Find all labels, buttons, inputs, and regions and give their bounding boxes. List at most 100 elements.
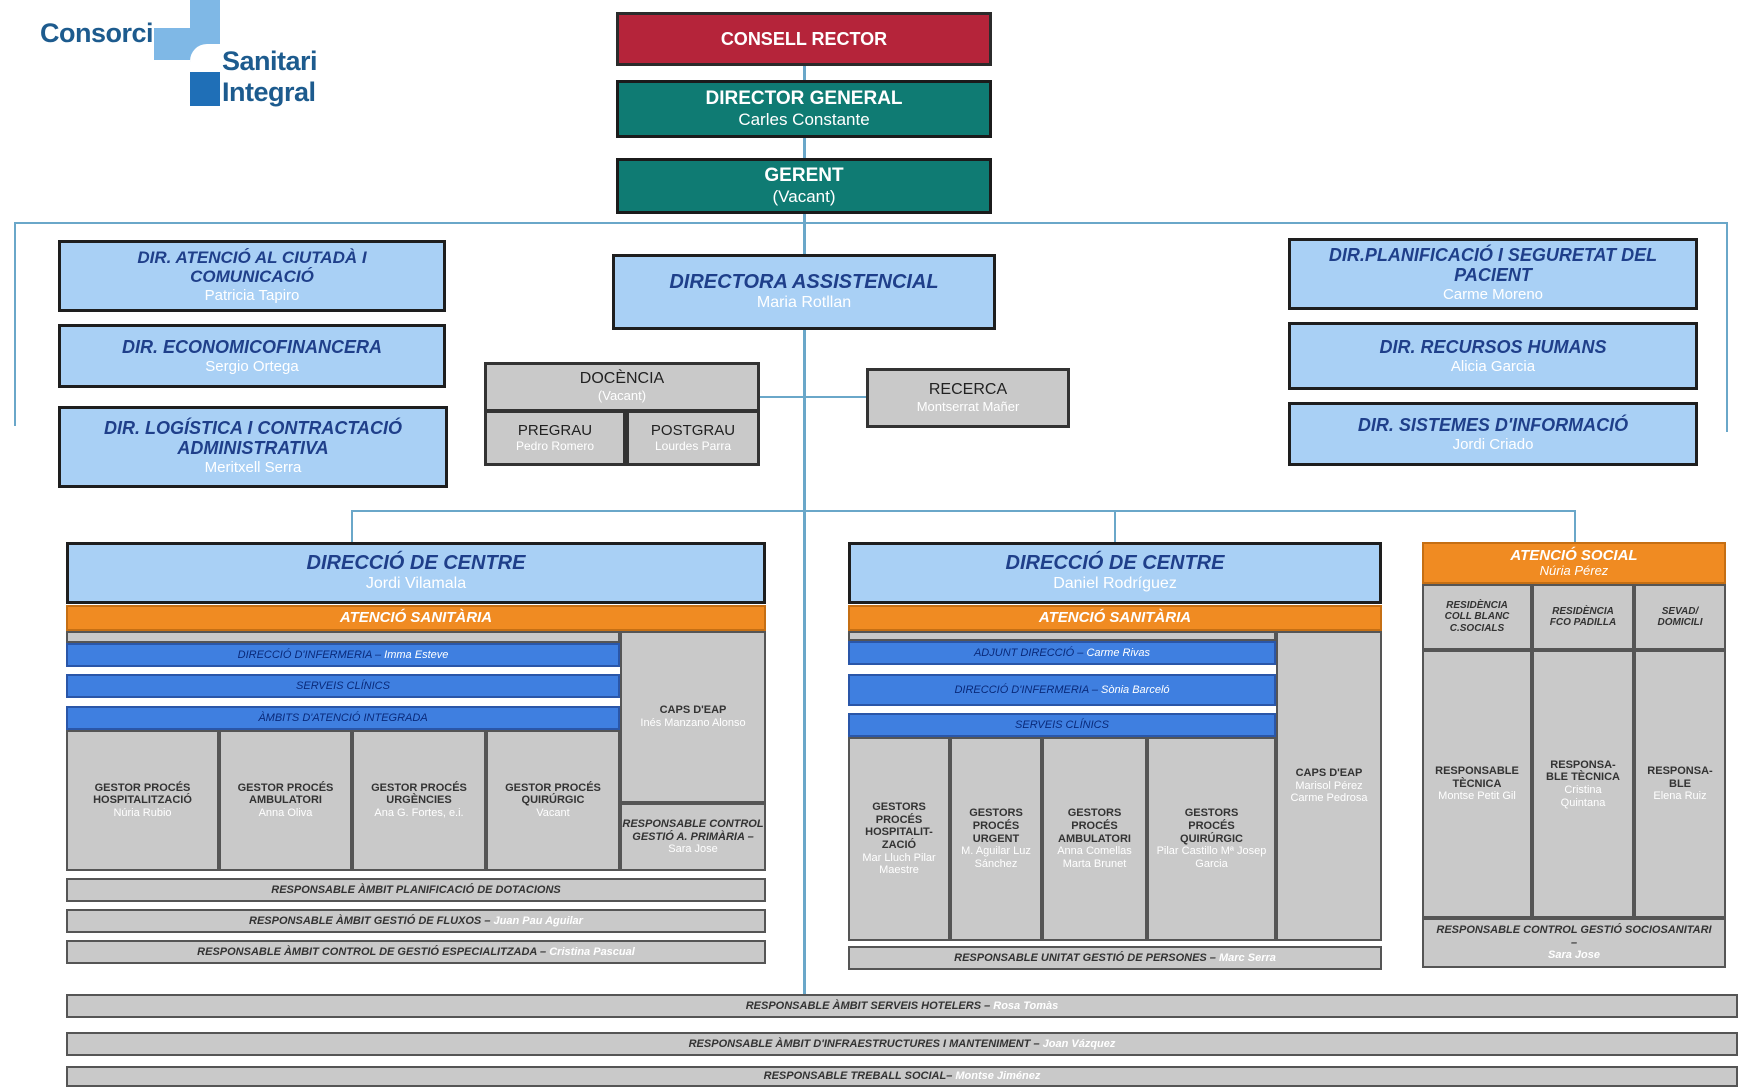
connector-main-vertical	[803, 55, 806, 995]
centre2-row-serveis-label: SERVEIS CLÍNICS	[1015, 718, 1109, 731]
bottom-bar-treball-social: RESPONSABLE TREBALL SOCIAL– Montse Jimén…	[66, 1066, 1738, 1087]
centre2-row-adjunt-name: Carme Rivas	[1086, 646, 1151, 659]
centre2-gestors-quirurgic: GESTORS PROCÉS QUIRÚRGIC Pilar Castillo …	[1147, 737, 1276, 941]
social-col-1-name: Cristina Quintana	[1560, 784, 1606, 809]
dir-sistemes-informacio-box: DIR. SISTEMES D'INFORMACIÓ Jordi Criado	[1288, 402, 1698, 466]
social-bar-name: Sara Jose	[1548, 949, 1600, 962]
centre1-gestor-3-label: GESTOR PROCÉS QUIRÚRGIC	[505, 781, 601, 807]
dir-recursos-humans-box: DIR. RECURSOS HUMANS Alicia Garcia	[1288, 322, 1698, 390]
centre2-row-adjunt-label: ADJUNT DIRECCIÓ –	[973, 646, 1084, 659]
centre1-resp-primaria: RESPONSABLE CONTROL GESTIÓ A. PRIMÀRIA –…	[620, 803, 766, 871]
centre1-bar-control-especialitzada: RESPONSABLE ÀMBIT CONTROL DE GESTIÓ ESPE…	[66, 940, 766, 964]
centre1-caps-label: CAPS D'EAP	[659, 704, 727, 717]
dir-logistica-box: DIR. LOGÍSTICA I CONTRACTACIÓ ADMINISTRA…	[58, 406, 448, 488]
pregrau-name: Pedro Romero	[515, 438, 595, 453]
centre1-gestor-ambulatori: GESTOR PROCÉS AMBULATORI Anna Oliva	[219, 730, 352, 871]
centre1-row-infermeria-label: DIRECCIÓ D'INFERMERIA –	[237, 648, 382, 661]
centre2-gestor-1-name: M. Aguilar Luz Sánchez	[961, 845, 1031, 870]
directora-assistencial-name: Maria Rotllan	[756, 294, 852, 312]
centre1-atencio-label: ATENCIÓ SANITÀRIA	[339, 609, 493, 627]
dir-atencio-ciutada-title: DIR. ATENCIÓ AL CIUTADÀ I COMUNICACIÓ	[137, 247, 367, 287]
centre2-atencio-label: ATENCIÓ SANITÀRIA	[1038, 609, 1192, 627]
centre1-caps-name: Inés Manzano Alonso	[640, 717, 746, 729]
centre2-gestor-0-name: Mar Lluch Pilar Maestre	[862, 851, 936, 877]
social-head-1: RESIDÈNCIA FCO PADILLA	[1549, 605, 1617, 629]
dir-sistemes-informacio-title: DIR. SISTEMES D'INFORMACIÓ	[1357, 415, 1629, 436]
director-general-name: Carles Constante	[738, 110, 870, 130]
centre2-name: Daniel Rodríguez	[1053, 575, 1177, 593]
centre2-gestor-1-label: GESTORS PROCÉS URGENT	[969, 807, 1023, 845]
social-name: Núria Pérez	[1539, 563, 1609, 579]
centre2-caps: CAPS D'EAP Marisol Pérez Carme Pedrosa	[1276, 631, 1382, 941]
directora-assistencial-box: DIRECTORA ASSISTENCIAL Maria Rotllan	[612, 254, 996, 330]
bottom-bar-infraestructures: RESPONSABLE ÀMBIT D'INFRAESTRUCTURES I M…	[66, 1032, 1738, 1056]
consell-rector-title: CONSELL RECTOR	[720, 28, 888, 49]
centre2-row-serveis-clinics: SERVEIS CLÍNICS	[848, 713, 1276, 737]
centre2-gestor-2-label: GESTORS PROCÉS AMBULATORI	[1058, 807, 1131, 845]
postgrau-name: Lourdes Parra	[654, 438, 732, 453]
logo: Consorci Sanitari Integral	[36, 0, 416, 110]
social-head-sevad: SEVAD/ DOMICILI	[1634, 584, 1726, 650]
dir-logistica-title: DIR. LOGÍSTICA I CONTRACTACIÓ ADMINISTRA…	[104, 417, 402, 459]
centre1-gestor-1-label: GESTOR PROCÉS AMBULATORI	[237, 781, 334, 807]
dir-logistica-name: Meritxell Serra	[204, 459, 302, 477]
recerca-box: RECERCA Montserrat Mañer	[866, 368, 1070, 428]
social-col-0-label: RESPONSABLE TÈCNICA	[1435, 765, 1519, 790]
centre1-bar-2-label: RESPONSABLE ÀMBIT CONTROL DE GESTIÓ ESPE…	[197, 945, 547, 958]
dir-planificacio-title: DIR.PLANIFICACIÓ I SEGURETAT DEL PACIENT	[1328, 244, 1658, 286]
docencia-name: (Vacant)	[597, 387, 647, 403]
logo-cross	[154, 0, 246, 108]
centre2-title: DIRECCIÓ DE CENTRE	[1005, 552, 1225, 575]
logo-word-sanitari: Sanitari Integral	[222, 46, 318, 107]
centre1-row-ambits: ÀMBITS D'ATENCIÓ INTEGRADA	[66, 706, 620, 730]
logo-word-consorci: Consorci	[40, 18, 154, 48]
centre2-row-infermeria-label: DIRECCIÓ D'INFERMERIA –	[954, 683, 1098, 696]
connector-centres-horizontal	[351, 510, 1576, 512]
social-col-0-name: Montse Petit Gil	[1438, 790, 1516, 803]
social-col-padilla: RESPONSA-BLE TÈCNICA Cristina Quintana	[1532, 650, 1634, 918]
centre2-gestors-urgent: GESTORS PROCÉS URGENT M. Aguilar Luz Sán…	[950, 737, 1042, 941]
centre1-gestor-quirurgic: GESTOR PROCÉS QUIRÚRGIC Vacant	[486, 730, 620, 871]
centre2-gestor-3-label: GESTORS PROCÉS QUIRÚRGIC	[1180, 807, 1243, 845]
postgrau-box: POSTGRAU Lourdes Parra	[626, 410, 760, 466]
social-col-1-label: RESPONSA-BLE TÈCNICA	[1546, 758, 1620, 784]
bottom-bar-2-label: RESPONSABLE TREBALL SOCIAL–	[763, 1070, 953, 1083]
social-col-sevad: RESPONSA-BLE Elena Ruiz	[1634, 650, 1726, 918]
centre1-bar-1-label: RESPONSABLE ÀMBIT GESTIÓ DE FLUXOS –	[249, 914, 491, 927]
centre2-gestor-0-label: GESTORS PROCÉS HOSPITALIT-ZACIÓ	[865, 801, 933, 851]
social-bar-control: RESPONSABLE CONTROL GESTIÓ SOCIOSANITARI…	[1422, 918, 1726, 968]
director-general-box: DIRECTOR GENERAL Carles Constante	[616, 80, 992, 138]
centre2-column-tops	[848, 631, 1276, 641]
centre2-caps-name: Marisol Pérez Carme Pedrosa	[1290, 779, 1368, 805]
centre1-gestor-urgencies: GESTOR PROCÉS URGÈNCIES Ana G. Fortes, e…	[352, 730, 486, 871]
centre2-atencio-sanitaria: ATENCIÓ SANITÀRIA	[848, 605, 1382, 631]
directora-assistencial-title: DIRECTORA ASSISTENCIAL	[669, 271, 939, 294]
centre1-bar-planificacio: RESPONSABLE ÀMBIT PLANIFICACIÓ DE DOTACI…	[66, 878, 766, 902]
gerent-box: GERENT (Vacant)	[616, 158, 992, 214]
social-bar-label: RESPONSABLE CONTROL GESTIÓ SOCIOSANITARI…	[1436, 924, 1712, 949]
dir-planificacio-box: DIR.PLANIFICACIÓ I SEGURETAT DEL PACIENT…	[1288, 238, 1698, 310]
bottom-bar-0-label: RESPONSABLE ÀMBIT SERVEIS HOTELERS –	[745, 999, 991, 1012]
centre2-row-infermeria-name: Sònia Barceló	[1101, 683, 1170, 696]
social-title: ATENCIÓ SOCIAL	[1510, 546, 1638, 564]
dir-recursos-humans-title: DIR. RECURSOS HUMANS	[1379, 337, 1607, 358]
centre1-name: Jordi Vilamala	[365, 575, 467, 593]
dir-atencio-ciutada-name: Patricia Tapiro	[204, 286, 300, 304]
centre1-gestor-2-name: Ana G. Fortes, e.i.	[374, 806, 464, 819]
centre2-gestors-ambulatori: GESTORS PROCÉS AMBULATORI Anna Comellas …	[1042, 737, 1147, 941]
social-head-2: SEVAD/ DOMICILI	[1657, 605, 1703, 629]
centre1-row-infermeria-name: Imma Esteve	[384, 648, 449, 661]
director-general-title: DIRECTOR GENERAL	[705, 88, 903, 110]
social-col-2-label: RESPONSA-BLE	[1647, 765, 1713, 790]
dir-atencio-ciutada-box: DIR. ATENCIÓ AL CIUTADÀ I COMUNICACIÓ Pa…	[58, 240, 446, 312]
social-head-padilla: RESIDÈNCIA FCO PADILLA	[1532, 584, 1634, 650]
centre2-box: DIRECCIÓ DE CENTRE Daniel Rodríguez	[848, 542, 1382, 604]
centre2-gestors-hospitalitzacio: GESTORS PROCÉS HOSPITALIT-ZACIÓ Mar Lluc…	[848, 737, 950, 941]
centre1-atencio-sanitaria: ATENCIÓ SANITÀRIA	[66, 605, 766, 631]
connector-right-vertical	[1726, 222, 1728, 432]
pregrau-title: PREGRAU	[517, 422, 593, 440]
social-box: ATENCIÓ SOCIAL Núria Pérez	[1422, 542, 1726, 584]
recerca-name: Montserrat Mañer	[916, 398, 1020, 414]
bottom-bar-hotelers: RESPONSABLE ÀMBIT SERVEIS HOTELERS – Ros…	[66, 994, 1738, 1018]
centre2-bar-persones: RESPONSABLE UNITAT GESTIÓ DE PERSONES – …	[848, 946, 1382, 970]
